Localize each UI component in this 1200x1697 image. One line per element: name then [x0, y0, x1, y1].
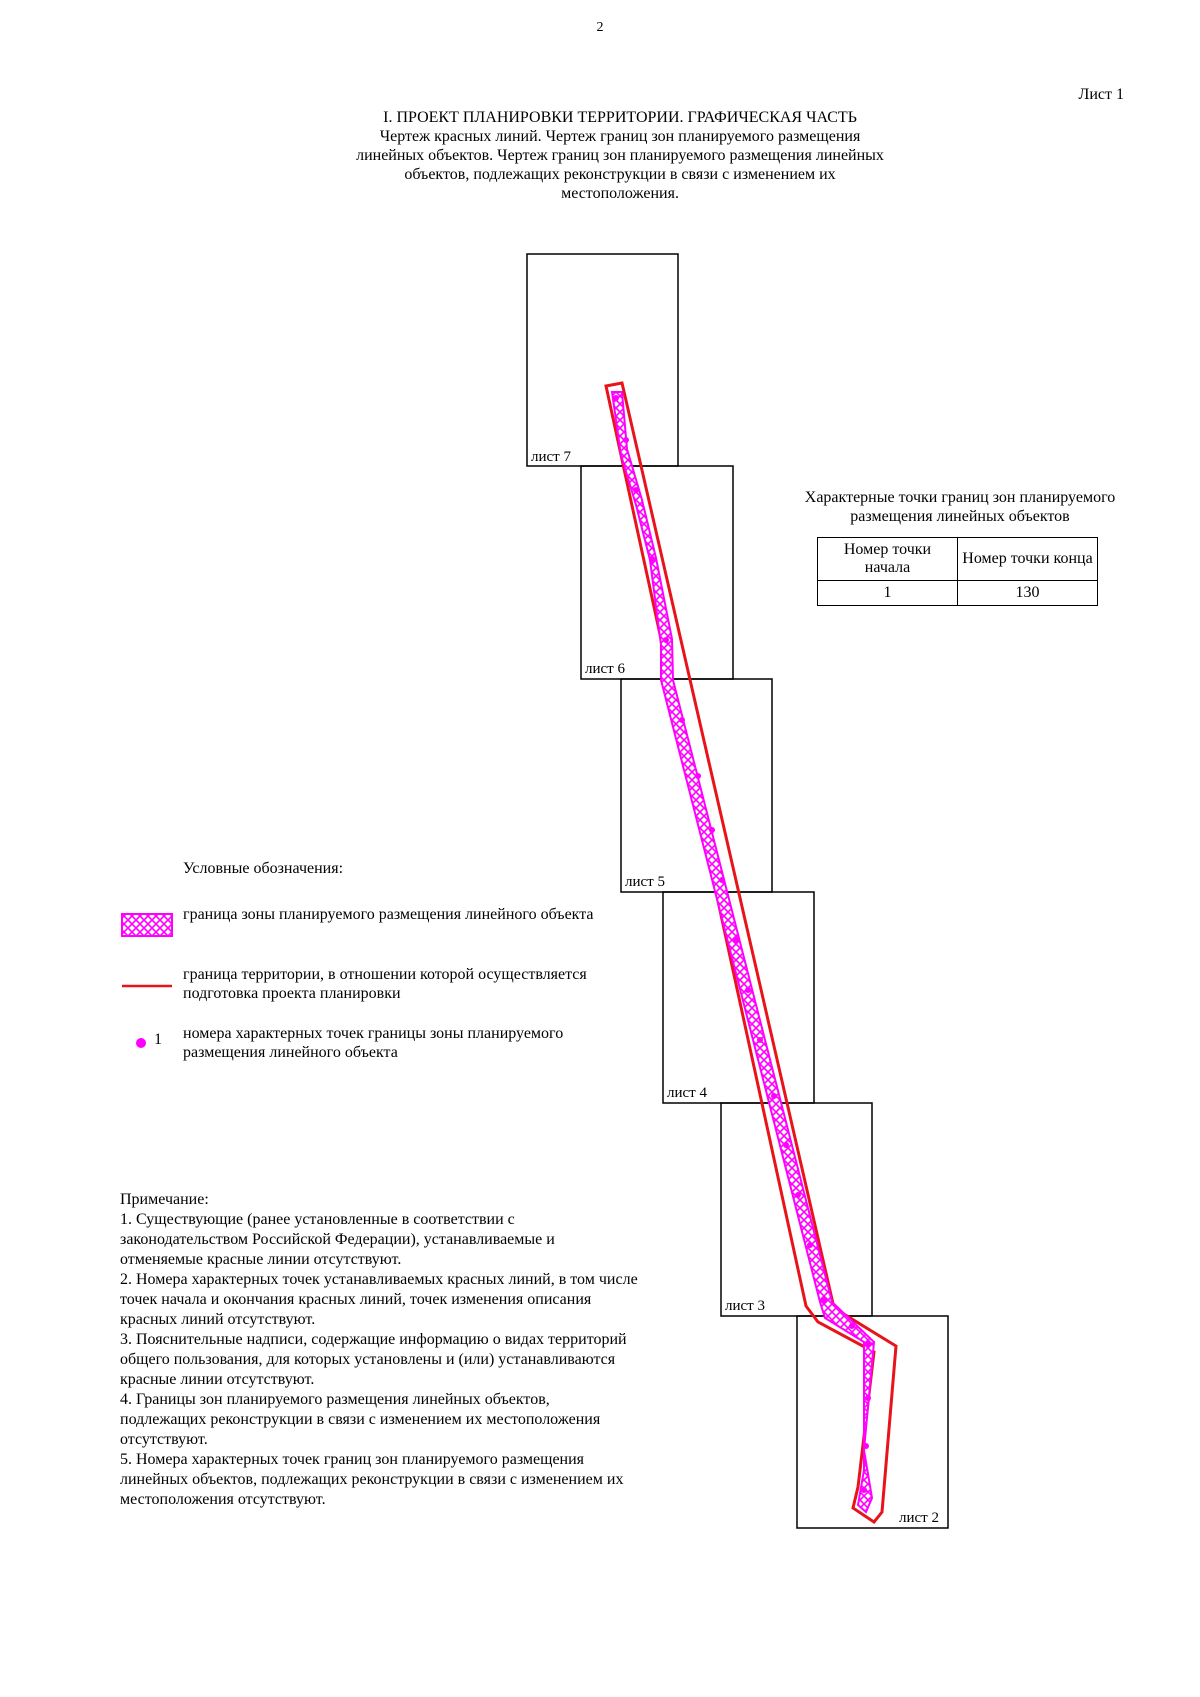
sheet-frames [526, 253, 949, 1529]
sheet-caption-5: лист 5 [625, 874, 665, 890]
hatched-zone-icon [121, 913, 173, 937]
title-line-4: объектов, подлежащих реконструкции в свя… [404, 166, 836, 183]
legend-title: Условные обозначения: [183, 860, 344, 877]
sheet-frame-7[interactable] [526, 253, 679, 467]
points-title-line-1: Характерные точки границ зон планируемог… [804, 489, 1116, 506]
title-line-1: I. ПРОЕКТ ПЛАНИРОВКИ ТЕРРИТОРИИ. ГРАФИЧЕ… [383, 109, 857, 126]
legend-point-label: 1 [154, 1031, 162, 1048]
sheet-caption-3: лист 3 [725, 1298, 765, 1314]
page-number: 2 [596, 20, 604, 35]
note-5: 5. Номера характерных точек границ зон п… [120, 1451, 624, 1508]
territory-boundary[interactable] [604, 381, 898, 1525]
sheet-captions: лист 7 лист 6 лист 5 лист 4 лист 3 лист … [531, 449, 939, 1526]
points-table-title: Характерные точки границ зон планируемог… [760, 488, 1160, 526]
sheet-frame-2[interactable] [796, 1315, 949, 1529]
document-title: I. ПРОЕКТ ПЛАНИРОВКИ ТЕРРИТОРИИ. ГРАФИЧЕ… [300, 108, 940, 203]
characteristic-points [613, 395, 871, 1493]
legend-item-zone: граница зоны планируемого размещения лин… [183, 906, 594, 923]
sheet-caption-2: лист 2 [899, 1510, 939, 1526]
end-point-value: 130 [957, 580, 1098, 606]
title-line-3: линейных объектов. Чертеж границ зон пла… [356, 147, 884, 164]
note-1: 1. Существующие (ранее установленные в с… [120, 1211, 555, 1268]
header-start-point: Номер точки начала [817, 537, 958, 581]
title-line-5: местоположения. [561, 185, 679, 202]
start-point-value: 1 [817, 580, 958, 606]
points-title-line-2: размещения линейных объектов [850, 508, 1070, 525]
title-line-2: Чертеж красных линий. Чертеж границ зон … [379, 128, 861, 145]
characteristic-points-table: Номер точки начала Номер точки конца 1 1… [817, 537, 1098, 606]
legend-item-points: номера характерных точек границы зоны пл… [183, 1025, 564, 1061]
sheet-caption-4: лист 4 [667, 1085, 707, 1101]
note-3: 3. Пояснительные надписи, содержащие инф… [120, 1331, 627, 1388]
notes-title: Примечание: [120, 1191, 209, 1208]
sheet-caption-6: лист 6 [585, 661, 625, 677]
planned-zone[interactable] [610, 391, 876, 1514]
magenta-point-icon [136, 1038, 146, 1048]
notes-block: Примечание: 1. Существующие (ранее устан… [120, 1190, 640, 1510]
header-end-point: Номер точки конца [957, 537, 1098, 581]
sheet-caption-7: лист 7 [531, 449, 571, 465]
note-2: 2. Номера характерных точек устанавливае… [120, 1271, 638, 1328]
table-header-row: Номер точки начала Номер точки конца [817, 537, 1098, 581]
sheet-label: Лист 1 [1078, 86, 1124, 103]
table-row: 1 130 [817, 580, 1098, 606]
legend-item-boundary: граница территории, в отношении которой … [183, 966, 587, 1002]
note-4: 4. Границы зон планируемого размещения л… [120, 1391, 601, 1448]
